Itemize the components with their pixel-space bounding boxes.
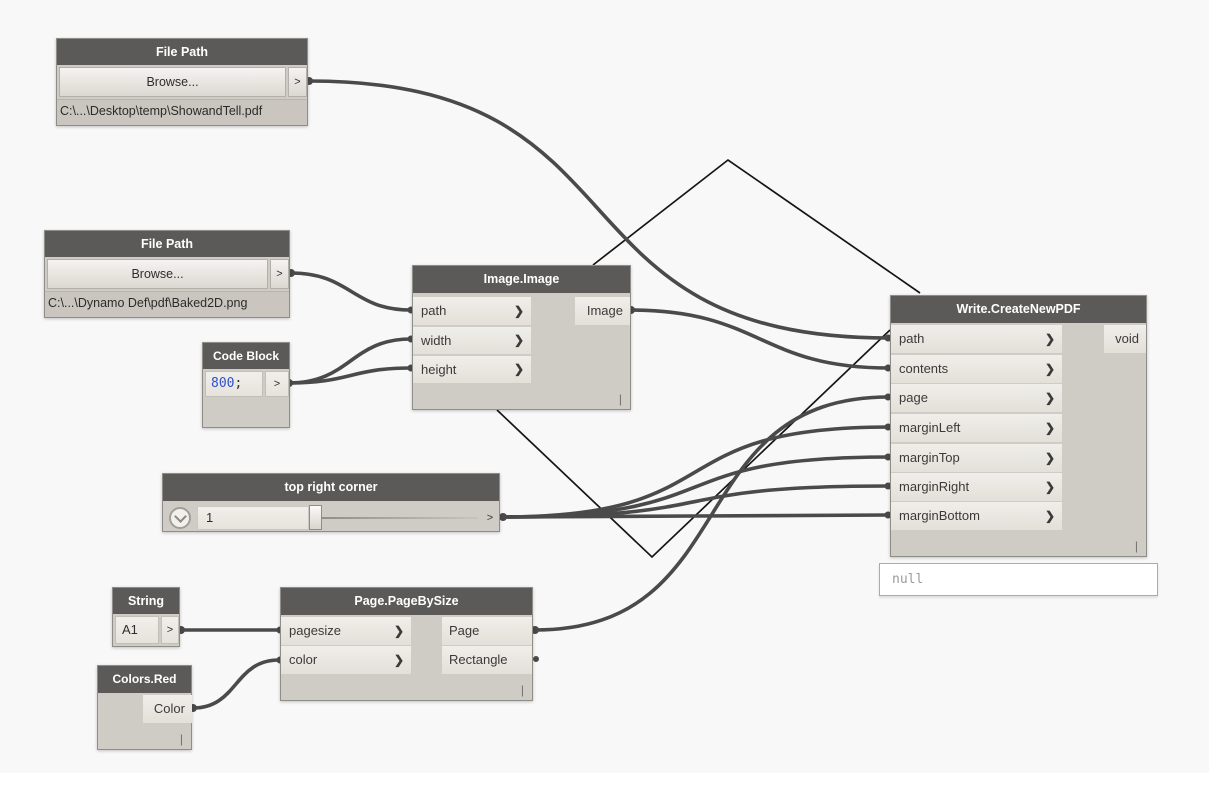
wire-slider-to-marginright[interactable] <box>501 484 891 519</box>
input-port-page[interactable]: page ❯ <box>891 384 1062 412</box>
port-chevron-icon: > <box>294 76 301 88</box>
node-code-block[interactable]: Code Block 800; > <box>202 342 290 428</box>
output-port[interactable]: > <box>270 259 289 289</box>
node-string[interactable]: String A1 > <box>112 587 180 647</box>
port-chevron-icon: ❯ <box>1044 480 1055 494</box>
port-chevron-icon: > <box>166 624 174 636</box>
output-port-color[interactable]: Color <box>143 695 192 723</box>
canvas-bottom-edge <box>0 773 1209 785</box>
slider-value-input[interactable]: 1 <box>197 506 309 530</box>
browse-button[interactable]: Browse... <box>59 67 286 97</box>
port-chevron-icon: ❯ <box>513 362 524 376</box>
code-number: 800 <box>211 376 235 391</box>
string-value-input[interactable]: A1 <box>115 616 159 644</box>
file-path-value: C:\...\Desktop\temp\ShowandTell.pdf <box>57 99 307 125</box>
port-chevron-icon: > <box>276 268 283 280</box>
code-suffix: ; <box>234 376 243 391</box>
node-write-create-new-pdf[interactable]: Write.CreateNewPDF path ❯ contents ❯ pag… <box>890 295 1147 557</box>
wire-page-to-page[interactable] <box>533 395 891 632</box>
lacing-indicator-icon: | <box>618 392 622 406</box>
input-port-pagesize[interactable]: pagesize ❯ <box>281 617 411 645</box>
node-title[interactable]: Page.PageBySize <box>281 588 532 615</box>
node-title[interactable]: File Path <box>57 39 307 65</box>
node-title[interactable]: String <box>113 588 179 614</box>
wire-thin-lower[interactable] <box>496 329 891 559</box>
input-port-marginleft[interactable]: marginLeft ❯ <box>891 414 1062 442</box>
port-chevron-icon: ❯ <box>1044 509 1055 523</box>
lacing-indicator-icon: | <box>520 683 524 697</box>
chevron-down-icon <box>173 509 187 523</box>
port-chevron-icon: > <box>273 378 281 390</box>
lacing-indicator-icon: | <box>179 732 183 746</box>
output-port-rectangle[interactable]: Rectangle <box>442 646 532 674</box>
port-chevron-icon: ❯ <box>513 304 524 318</box>
port-chevron-icon: ❯ <box>393 624 404 638</box>
output-port[interactable]: > <box>265 371 289 397</box>
port-chevron-icon: ❯ <box>513 333 524 347</box>
node-title[interactable]: Write.CreateNewPDF <box>891 296 1146 323</box>
output-port[interactable]: > <box>481 506 499 530</box>
wire-filepath-to-imagepath[interactable] <box>289 271 413 312</box>
node-title[interactable]: Image.Image <box>413 266 630 293</box>
slider-track[interactable] <box>315 517 478 519</box>
lacing-indicator-icon: | <box>1134 539 1138 553</box>
node-image-image[interactable]: Image.Image path ❯ width ❯ height ❯ Imag… <box>412 265 631 410</box>
input-port-marginright[interactable]: marginRight ❯ <box>891 473 1062 501</box>
node-title[interactable]: Code Block <box>203 343 289 369</box>
input-port-path[interactable]: path ❯ <box>891 325 1062 353</box>
wire-filepath-to-path[interactable] <box>307 79 891 340</box>
wire-slider-to-marginbottom[interactable] <box>501 513 891 519</box>
wire-codeblock-to-height[interactable] <box>287 366 413 385</box>
browse-label: Browse... <box>146 75 199 89</box>
output-port[interactable]: > <box>288 67 307 97</box>
port-chevron-icon: ❯ <box>393 653 404 667</box>
browse-label: Browse... <box>131 267 184 281</box>
slider-expand-button[interactable] <box>169 507 191 529</box>
output-port[interactable]: > <box>161 616 179 644</box>
input-port-marginbottom[interactable]: marginBottom ❯ <box>891 502 1062 530</box>
output-port-image[interactable]: Image <box>575 297 630 325</box>
input-port-path[interactable]: path ❯ <box>413 297 531 325</box>
port-chevron-icon: ❯ <box>1044 451 1055 465</box>
input-port-contents[interactable]: contents ❯ <box>891 355 1062 383</box>
node-title[interactable]: top right corner <box>163 474 499 501</box>
node-file-path-bottom[interactable]: File Path Browse... > C:\...\Dynamo Def\… <box>44 230 290 318</box>
node-slider-top-right-corner[interactable]: top right corner 1 > <box>162 473 500 532</box>
input-port-color[interactable]: color ❯ <box>281 646 411 674</box>
slider-thumb[interactable] <box>309 505 322 530</box>
input-port-margintop[interactable]: marginTop ❯ <box>891 444 1062 472</box>
wire-colorsred-to-color[interactable] <box>191 658 281 710</box>
wire-thin-upper[interactable] <box>592 158 921 294</box>
port-chevron-icon: ❯ <box>1044 421 1055 435</box>
preview-bubble-null: null <box>879 563 1158 596</box>
input-port-height[interactable]: height ❯ <box>413 356 531 383</box>
node-title[interactable]: Colors.Red <box>98 666 191 693</box>
port-chevron-icon: ❯ <box>1044 391 1055 405</box>
node-page-by-size[interactable]: Page.PageBySize pagesize ❯ color ❯ Page … <box>280 587 533 701</box>
node-file-path-top[interactable]: File Path Browse... > C:\...\Desktop\tem… <box>56 38 308 126</box>
node-colors-red[interactable]: Colors.Red Color | <box>97 665 192 750</box>
input-port-width[interactable]: width ❯ <box>413 327 531 354</box>
browse-button[interactable]: Browse... <box>47 259 268 289</box>
wire-slider-to-marginleft[interactable] <box>501 425 891 519</box>
port-chevron-icon: ❯ <box>1044 362 1055 376</box>
node-title[interactable]: File Path <box>45 231 289 257</box>
code-block-input[interactable]: 800; <box>205 371 263 397</box>
port-chevron-icon: > <box>486 512 494 524</box>
wire-image-to-contents[interactable] <box>629 308 891 370</box>
output-port-void[interactable]: void <box>1104 325 1146 353</box>
file-path-value: C:\...\Dynamo Def\pdf\Baked2D.png <box>45 291 289 317</box>
output-port-page[interactable]: Page <box>442 617 532 645</box>
port-chevron-icon: ❯ <box>1044 332 1055 346</box>
